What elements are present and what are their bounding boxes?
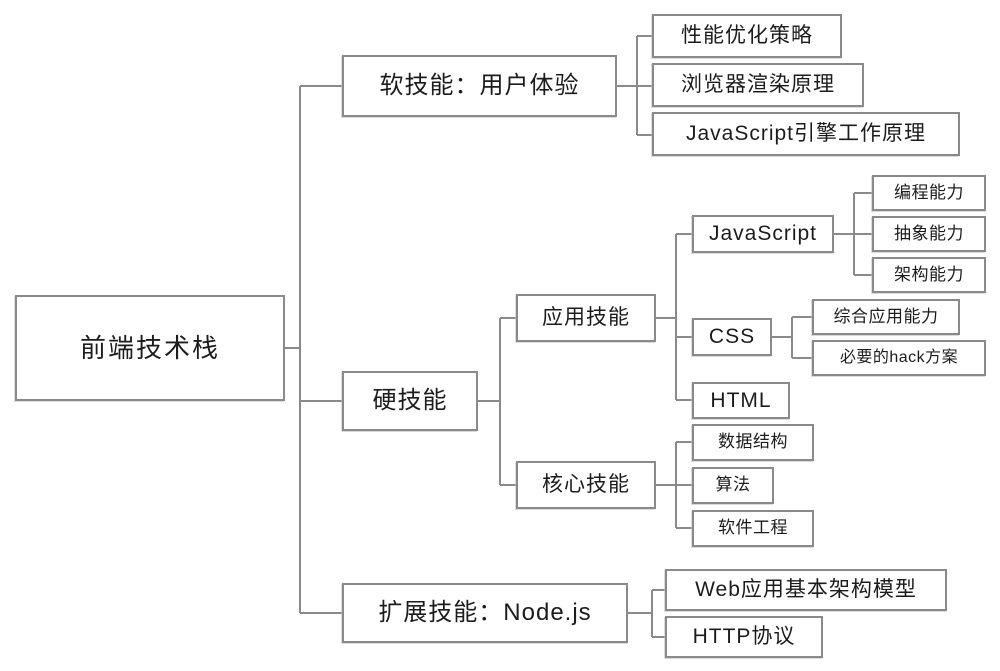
node-hard-skills[interactable]: 硬技能 [342, 371, 478, 431]
node-necessary-hacks[interactable]: 必要的hack方案 [812, 340, 986, 376]
node-js-engine[interactable]: JavaScript引擎工作原理 [652, 112, 960, 156]
node-web-app-architecture-label: Web应用基本架构模型 [695, 578, 917, 602]
node-soft-skills-label: 软技能：用户体验 [379, 71, 580, 99]
node-html-label: HTML [710, 388, 772, 412]
node-coding-ability[interactable]: 编程能力 [872, 175, 986, 211]
node-http-protocol-label: HTTP协议 [692, 625, 796, 649]
node-perf-optimization-label: 性能优化策略 [681, 24, 813, 48]
node-browser-rendering[interactable]: 浏览器渲染原理 [652, 63, 864, 107]
node-algorithms-label: 算法 [715, 475, 751, 495]
node-application-skills-label: 应用技能 [542, 306, 630, 330]
node-architecture-ability-label: 架构能力 [894, 264, 964, 284]
node-root-label: 前端技术栈 [79, 332, 220, 363]
node-core-skills-label: 核心技能 [542, 473, 630, 497]
node-js-engine-label: JavaScript引擎工作原理 [685, 122, 927, 146]
node-abstraction-ability-label: 抽象能力 [894, 223, 964, 243]
node-root[interactable]: 前端技术栈 [15, 295, 285, 401]
node-javascript-label: JavaScript [708, 222, 818, 246]
node-css-label: CSS [708, 325, 756, 349]
node-browser-rendering-label: 浏览器渲染原理 [681, 73, 835, 97]
node-abstraction-ability[interactable]: 抽象能力 [872, 216, 986, 252]
node-comprehensive-ability-label: 综合应用能力 [833, 306, 939, 326]
node-data-structures[interactable]: 数据结构 [692, 424, 814, 461]
node-coding-ability-label: 编程能力 [894, 182, 964, 202]
node-comprehensive-ability[interactable]: 综合应用能力 [812, 299, 960, 335]
node-necessary-hacks-label: 必要的hack方案 [839, 349, 959, 367]
node-hard-skills-label: 硬技能 [372, 386, 448, 414]
node-extension-skills[interactable]: 扩展技能：Node.js [342, 583, 628, 643]
node-http-protocol[interactable]: HTTP协议 [665, 616, 823, 658]
node-soft-skills[interactable]: 软技能：用户体验 [342, 55, 617, 117]
node-javascript[interactable]: JavaScript [692, 215, 834, 253]
node-algorithms[interactable]: 算法 [692, 467, 774, 504]
node-perf-optimization[interactable]: 性能优化策略 [652, 14, 842, 58]
node-css[interactable]: CSS [692, 318, 772, 356]
node-application-skills[interactable]: 应用技能 [516, 294, 656, 342]
node-html[interactable]: HTML [692, 382, 790, 419]
node-architecture-ability[interactable]: 架构能力 [872, 257, 986, 293]
node-software-engineering[interactable]: 软件工程 [692, 510, 814, 547]
node-core-skills[interactable]: 核心技能 [516, 461, 656, 509]
node-extension-skills-label: 扩展技能：Node.js [378, 598, 592, 626]
node-web-app-architecture[interactable]: Web应用基本架构模型 [665, 569, 947, 611]
node-data-structures-label: 数据结构 [718, 432, 788, 452]
node-software-engineering-label: 软件工程 [718, 518, 788, 538]
